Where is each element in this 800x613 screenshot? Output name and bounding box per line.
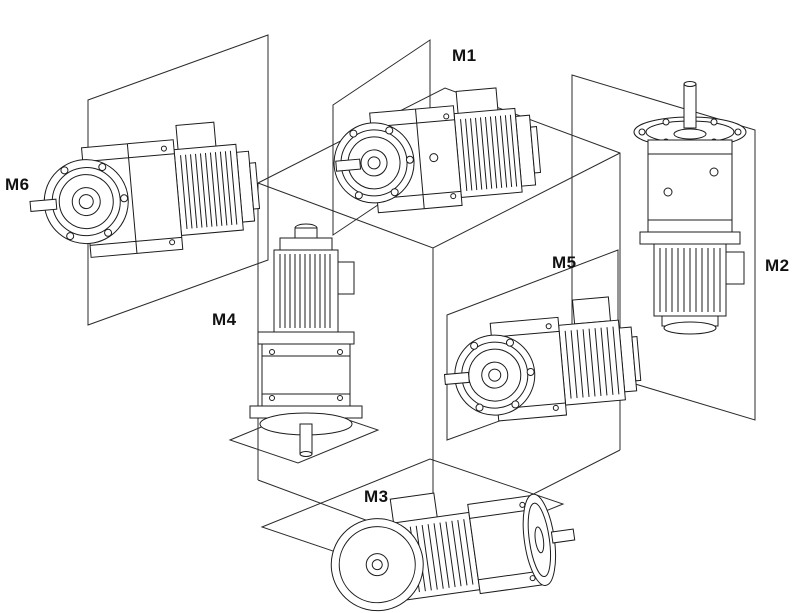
cooling-fins: [180, 150, 238, 229]
terminal-box: [337, 261, 355, 295]
output-shaft: [683, 83, 697, 129]
label-m1: M1: [452, 46, 477, 65]
cooling-fins: [279, 254, 331, 328]
label-m4: M4: [212, 310, 237, 329]
motor-body: [273, 249, 339, 333]
label-m2: M2: [765, 256, 790, 275]
cooling-fins: [659, 248, 721, 312]
adapter-flange: [639, 231, 741, 245]
adapter-flange: [257, 331, 355, 345]
output-shaft: [443, 371, 470, 385]
terminal-box: [725, 251, 745, 285]
gearbox-housing: [261, 343, 351, 407]
gearbox-housing: [647, 139, 733, 233]
cooling-fins: [564, 326, 620, 399]
output-shaft: [299, 423, 313, 455]
label-m5: M5: [552, 253, 577, 272]
gearmotor-m2: [633, 81, 747, 335]
gearmotor-m3: [330, 492, 576, 612]
label-m3: M3: [364, 487, 389, 506]
gearmotor-m4: [249, 223, 363, 457]
output-shaft: [29, 198, 58, 212]
label-m6: M6: [5, 175, 30, 194]
gearmotor-m5: [443, 296, 642, 422]
end-cap: [279, 237, 333, 251]
gearmotor-m6: [29, 121, 261, 258]
output-shaft: [335, 158, 362, 172]
terminal-box: [571, 296, 611, 325]
gearmotor-m1: [333, 87, 542, 214]
output-shaft: [550, 528, 576, 544]
cooling-fins: [460, 114, 518, 191]
